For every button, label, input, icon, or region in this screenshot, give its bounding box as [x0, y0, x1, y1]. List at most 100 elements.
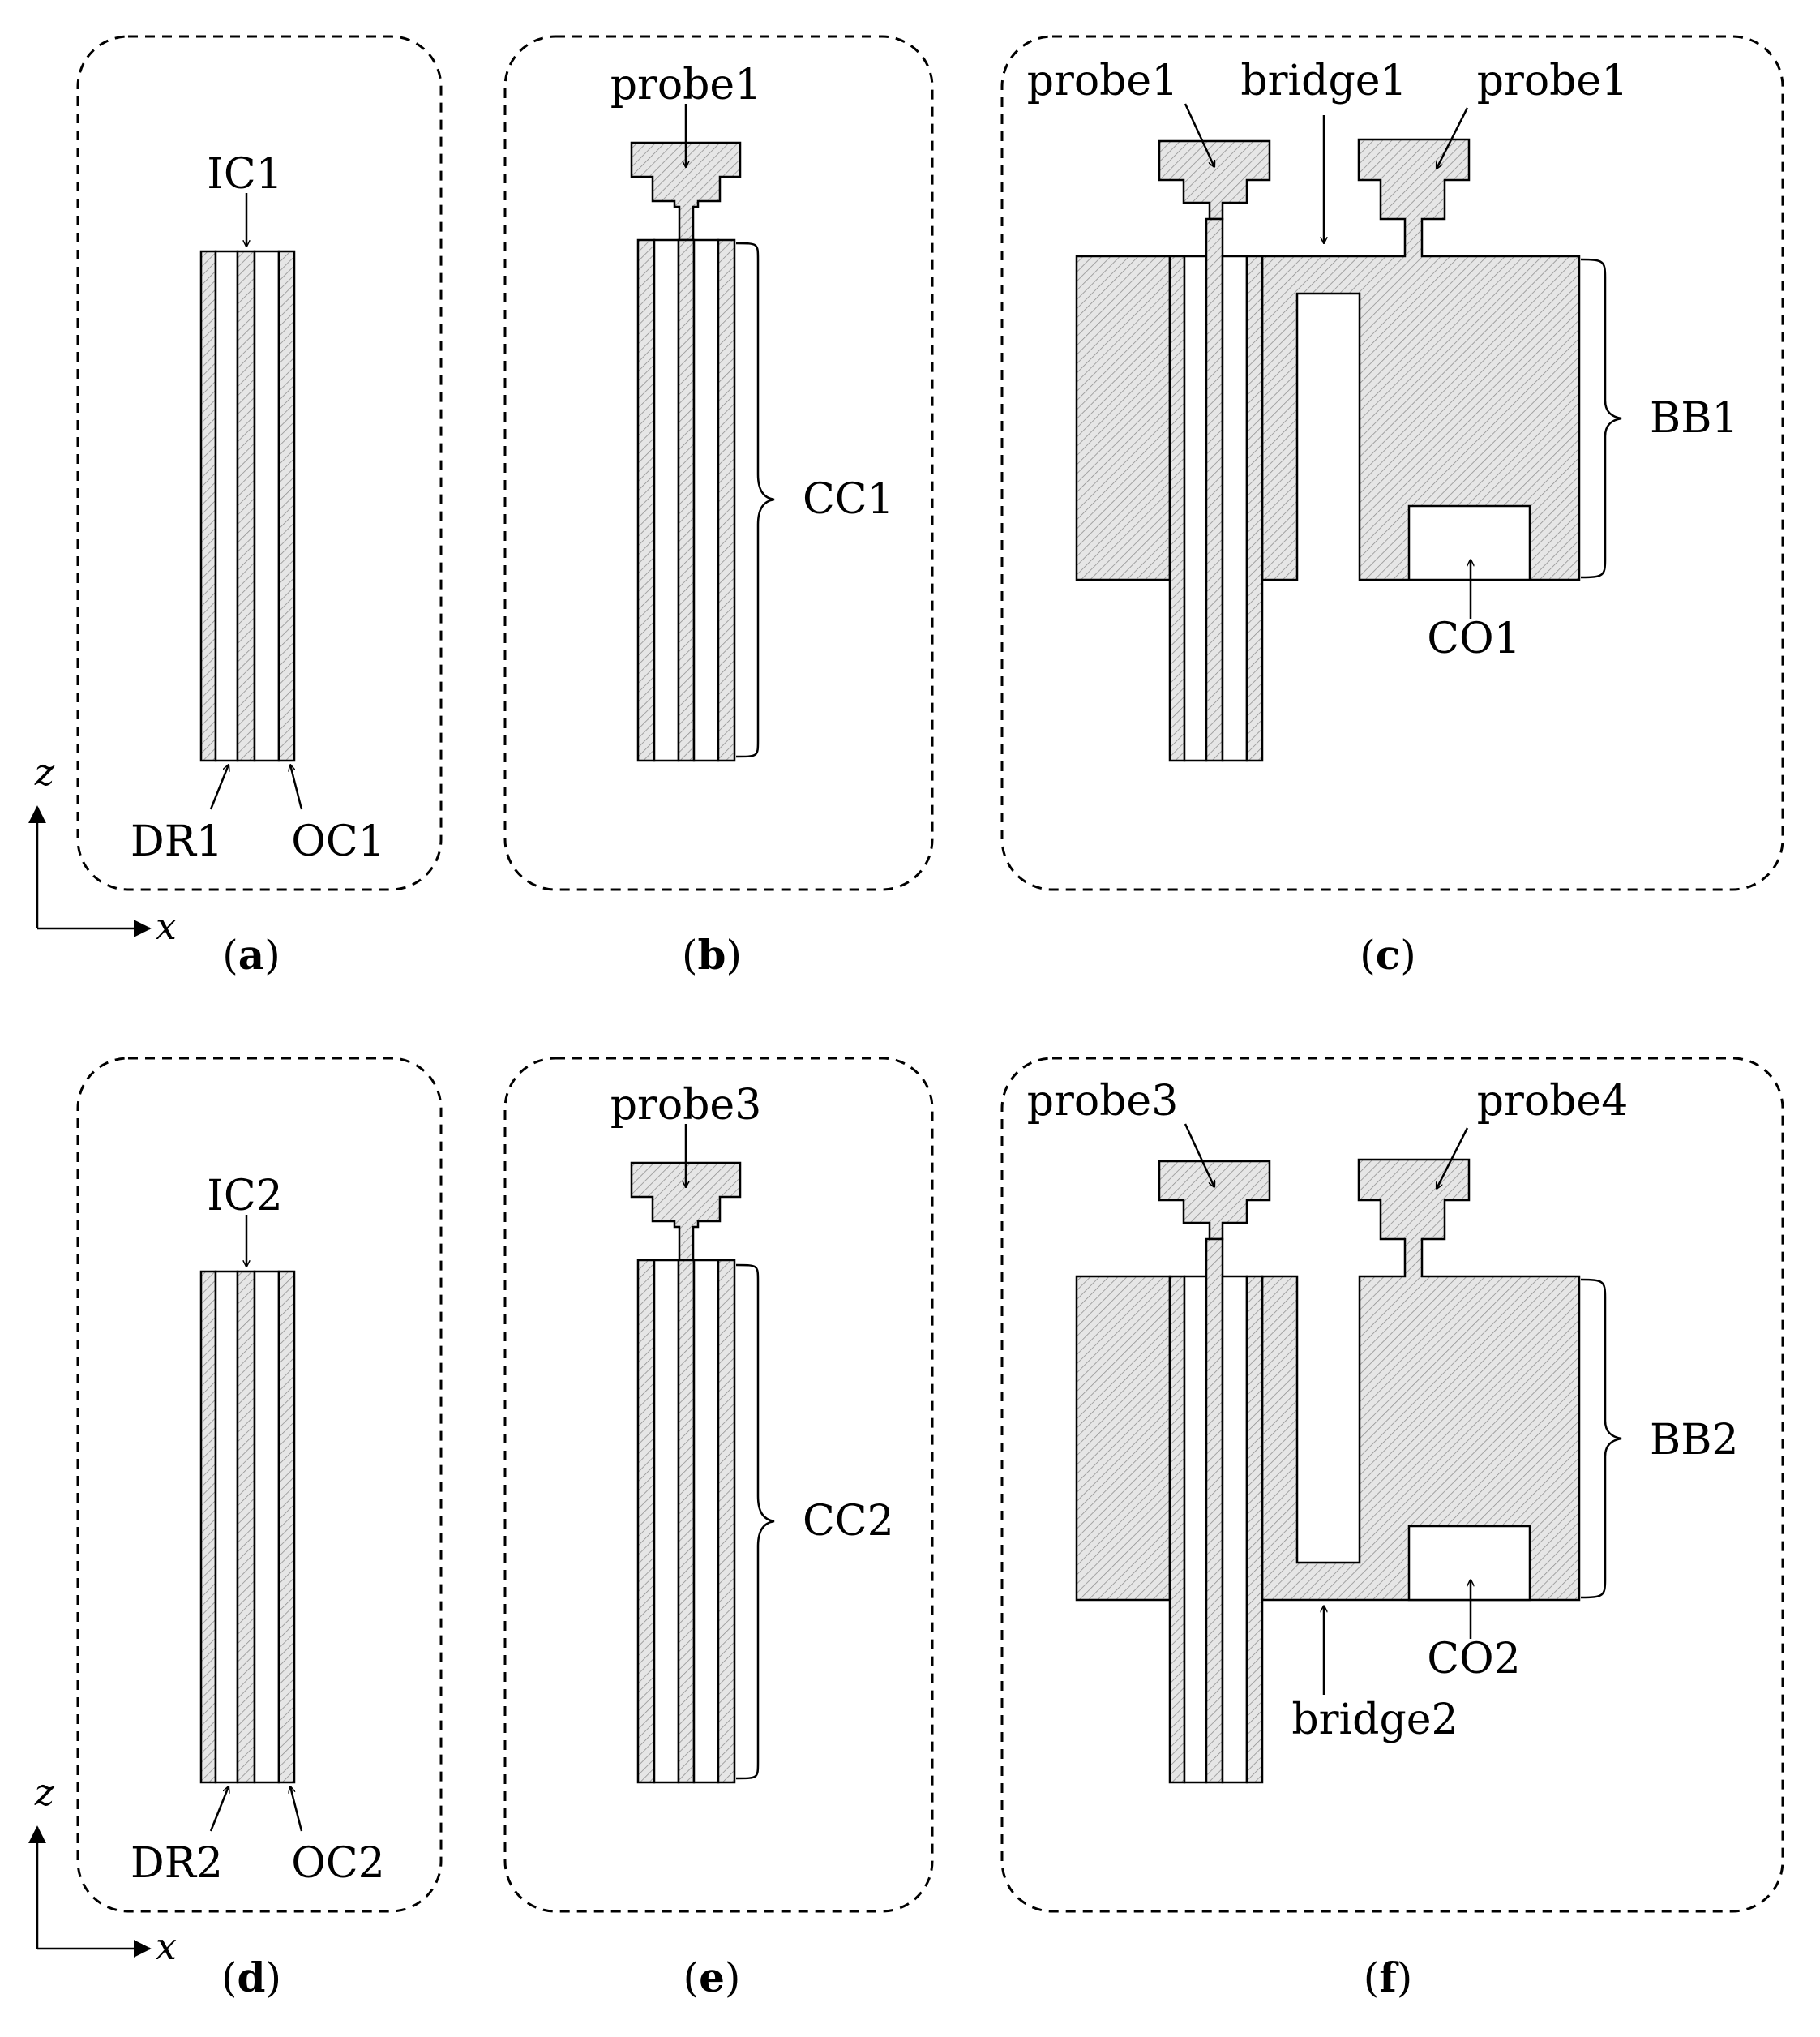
bridge-label: bridge2 — [1291, 1696, 1458, 1744]
co-cavity — [1407, 1525, 1531, 1602]
oc-layer-right — [277, 250, 296, 762]
probe-right-label: probe4 — [1477, 1077, 1629, 1126]
caption-d: (d) — [221, 1953, 281, 2001]
dr-label: DR2 — [131, 1839, 223, 1888]
gap-left — [214, 1270, 239, 1784]
bulk-block-left — [1075, 255, 1171, 581]
gap-left — [1183, 255, 1208, 762]
dr-arrow — [209, 1786, 229, 1832]
oc-arrow — [290, 1786, 303, 1832]
oc-label: OC2 — [291, 1839, 385, 1888]
caption-b: (b) — [682, 931, 742, 979]
probe-left-label: probe1 — [1027, 57, 1179, 105]
bulk-block-right — [1261, 1158, 1581, 1602]
dr-layer-left — [636, 1259, 656, 1784]
ic-label: IC2 — [207, 1172, 282, 1220]
cc-label: CC2 — [803, 1497, 894, 1546]
bb-brace — [1580, 258, 1622, 579]
probe-right-label: probe1 — [1477, 57, 1629, 105]
probe-left-label: probe3 — [1027, 1077, 1179, 1126]
coax-layers — [1168, 217, 1264, 762]
inner-conductor — [677, 1259, 696, 1784]
probe-head-left — [1158, 1160, 1271, 1241]
inner-conductor — [236, 250, 256, 762]
dr-layer-left — [1168, 1275, 1186, 1784]
caption-a: (a) — [222, 931, 280, 979]
panel-b: probe1 CC1 — [503, 35, 934, 891]
oc-layer-right — [1245, 1275, 1264, 1784]
gap-right — [692, 1259, 720, 1784]
z-axis-label: z — [34, 750, 55, 794]
panel-f-frame — [1000, 1057, 1784, 1913]
dr-label: DR1 — [131, 817, 223, 866]
panel-e-frame — [503, 1057, 934, 1913]
co-cavity — [1407, 504, 1531, 581]
inner-conductor — [236, 1270, 256, 1784]
probe-label: probe1 — [610, 61, 762, 109]
panel-d-frame — [76, 1057, 443, 1913]
inner-conductor — [1205, 217, 1224, 762]
caption-f: (f) — [1364, 1953, 1413, 2001]
axes-top: z x — [28, 750, 177, 948]
probe-right-arrow — [1435, 1127, 1469, 1189]
oc-layer-right — [277, 1270, 296, 1784]
x-axis-label: x — [156, 904, 177, 948]
coax-layers — [636, 238, 736, 762]
probe-left-arrow — [1184, 1123, 1214, 1187]
panel-d: IC2 DR2 OC2 — [76, 1057, 443, 1913]
co-label: CO1 — [1427, 615, 1521, 663]
panel-f: probe3 probe4 bridge2 BB2 CO2 — [1000, 1057, 1784, 1913]
bb-label: BB2 — [1650, 1416, 1739, 1464]
bulk-block-right — [1261, 138, 1581, 581]
dr-arrow — [209, 765, 229, 810]
dr-layer-left — [1168, 255, 1186, 762]
caption-c: (c) — [1360, 931, 1415, 979]
coax-layers — [199, 1270, 296, 1784]
cc-brace — [735, 1263, 775, 1780]
panel-a: IC1 DR1 OC1 — [76, 35, 443, 891]
co-label: CO2 — [1427, 1635, 1521, 1683]
probe-right-arrow — [1435, 107, 1469, 169]
panel-b-frame — [503, 35, 934, 891]
oc-label: OC1 — [291, 817, 385, 866]
z-axis-label: z — [34, 1770, 55, 1814]
caption-e: (e) — [683, 1953, 741, 2001]
oc-layer-right — [717, 238, 736, 762]
ic-label: IC1 — [207, 150, 282, 199]
axes-bottom: z x — [28, 1770, 177, 1968]
gap-right — [253, 1270, 280, 1784]
probe-left-arrow — [1184, 103, 1214, 167]
oc-arrow — [290, 765, 303, 810]
probe-head-left — [1158, 139, 1271, 221]
panel-c-frame — [1000, 35, 1784, 891]
gap-left — [1183, 1275, 1208, 1784]
cc-brace — [735, 242, 775, 758]
inner-conductor — [1205, 1237, 1224, 1784]
gap-left — [214, 250, 239, 762]
bb-label: BB1 — [1650, 394, 1739, 443]
bulk-block-left — [1075, 1275, 1171, 1602]
oc-layer-right — [717, 1259, 736, 1784]
coax-layers — [1168, 1237, 1264, 1784]
inner-conductor — [677, 238, 696, 762]
gap-left — [653, 1259, 680, 1784]
gap-right — [253, 250, 280, 762]
probe-label: probe3 — [610, 1081, 762, 1130]
gap-right — [1221, 255, 1248, 762]
coax-layers — [199, 250, 296, 762]
gap-right — [692, 238, 720, 762]
gap-right — [1221, 1275, 1248, 1784]
dr-layer-left — [636, 238, 656, 762]
dr-layer-left — [199, 250, 217, 762]
panel-e: probe3 CC2 — [503, 1057, 934, 1913]
gap-left — [653, 238, 680, 762]
panel-a-frame — [76, 35, 443, 891]
cc-label: CC1 — [803, 475, 894, 524]
x-axis-label: x — [156, 1924, 177, 1968]
bb-brace — [1580, 1278, 1622, 1599]
dr-layer-left — [199, 1270, 217, 1784]
bridge-label: bridge1 — [1240, 57, 1407, 105]
panel-c: probe1 bridge1 probe1 BB1 CO1 — [1000, 35, 1784, 891]
oc-layer-right — [1245, 255, 1264, 762]
